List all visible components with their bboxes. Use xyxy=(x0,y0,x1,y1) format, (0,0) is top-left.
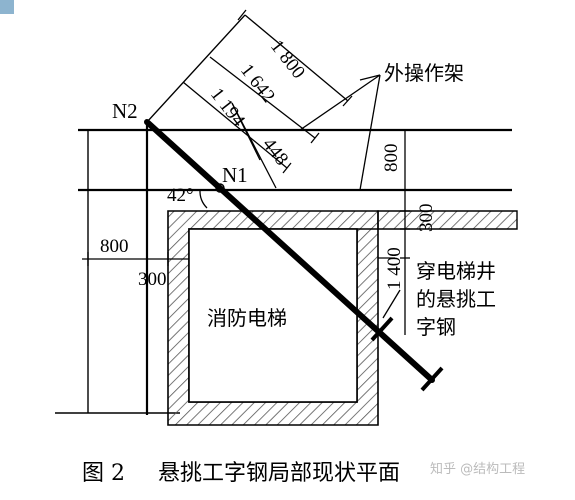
node-n1-label: N1 xyxy=(222,163,248,187)
watermark: 知乎 @结构工程 xyxy=(430,461,525,477)
elevator-label: 消防电梯 xyxy=(207,306,287,330)
figure-number: 图 2 xyxy=(82,461,125,486)
dim-1642: 1 642 xyxy=(236,60,279,107)
right-dimension-line xyxy=(400,129,410,335)
angle-label: 42° xyxy=(167,185,194,206)
left-dimension-line xyxy=(82,252,189,266)
scaffold-label: 外操作架 xyxy=(384,61,464,85)
dim-right-300: 300 xyxy=(416,204,437,233)
dim-right-800: 800 xyxy=(381,144,402,173)
dim-left-300: 300 xyxy=(138,269,167,290)
node-n2-label: N2 xyxy=(112,99,138,123)
beam-leader xyxy=(382,289,401,319)
beam-label-line-1: 穿电梯井 xyxy=(416,259,496,283)
beam-tick-2 xyxy=(420,366,444,392)
diagonal-dimensions xyxy=(146,9,353,189)
beam-tick-1 xyxy=(370,316,394,342)
corner-marker xyxy=(0,0,14,14)
dim-right-1400: 1 400 xyxy=(384,247,405,290)
beam-label-line-2: 的悬挑工 xyxy=(416,287,496,311)
dim-1800: 1 800 xyxy=(266,36,309,83)
angle-arc xyxy=(199,189,208,209)
right-wall-hatch xyxy=(377,210,518,230)
node-n1-marker xyxy=(215,183,225,193)
beam-label-line-3: 字钢 xyxy=(416,315,456,339)
dim-left-800: 800 xyxy=(100,236,129,257)
scaffold-leader xyxy=(299,74,381,191)
cantilever-i-beam xyxy=(144,119,435,383)
figure-title: 悬挑工字钢局部现状平面 xyxy=(158,461,400,486)
